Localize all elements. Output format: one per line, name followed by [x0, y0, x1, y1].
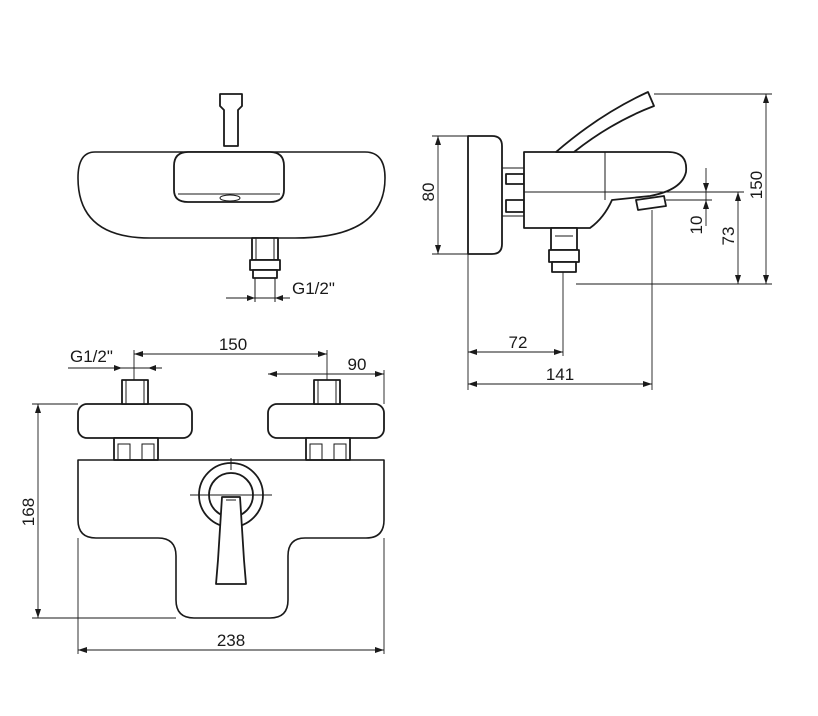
dim-overall-height: 150	[747, 94, 769, 284]
top-view-body	[77, 151, 386, 239]
dim-escutcheon-width: 90	[268, 355, 384, 377]
label-10: 10	[687, 216, 706, 235]
right-nut	[305, 437, 351, 461]
front-view-body	[77, 459, 385, 619]
dim-wall-plate-height: 80	[419, 136, 441, 254]
dim-overall-projection: 141	[468, 365, 652, 387]
dim-spout-height: 73	[719, 192, 741, 284]
top-view: G1/2"	[77, 93, 386, 302]
dim-thread-top: G1/2"	[226, 279, 335, 301]
side-view-nipples	[501, 167, 525, 217]
side-view-lever	[555, 91, 655, 153]
label-80: 80	[419, 183, 438, 202]
label-90: 90	[348, 355, 367, 374]
front-view-lever	[215, 496, 247, 585]
dim-thread-front: G1/2"	[68, 347, 162, 371]
label-168: 168	[19, 498, 38, 526]
left-nut	[113, 437, 159, 461]
top-view-connector	[249, 237, 281, 302]
left-escutcheon	[77, 403, 193, 439]
side-view-connector	[548, 227, 580, 273]
label-238: 238	[217, 631, 245, 650]
top-view-outlet	[219, 194, 241, 202]
top-view-control-housing	[173, 151, 285, 203]
top-view-lever	[219, 93, 243, 147]
dim-spout-offset: 10	[687, 168, 709, 234]
dim-body-height: 168	[19, 404, 41, 618]
side-view: 80 150 73 10 72	[419, 91, 772, 390]
label-150-height: 150	[747, 171, 766, 199]
label-141: 141	[546, 365, 574, 384]
label-73: 73	[719, 227, 738, 246]
thread-label-top: G1/2"	[292, 279, 335, 298]
side-view-wall-plate	[467, 135, 503, 255]
dim-inlet-spacing: 150	[134, 335, 327, 357]
dim-overall-width: 238	[78, 631, 384, 653]
label-72: 72	[509, 333, 528, 352]
front-view: G1/2" 150 90 168 238	[19, 335, 385, 654]
dim-inlet-projection: 72	[468, 333, 563, 355]
label-150-spacing: 150	[219, 335, 247, 354]
thread-label-front: G1/2"	[70, 347, 113, 366]
side-view-spout-tip	[635, 195, 667, 211]
right-escutcheon	[267, 403, 385, 439]
